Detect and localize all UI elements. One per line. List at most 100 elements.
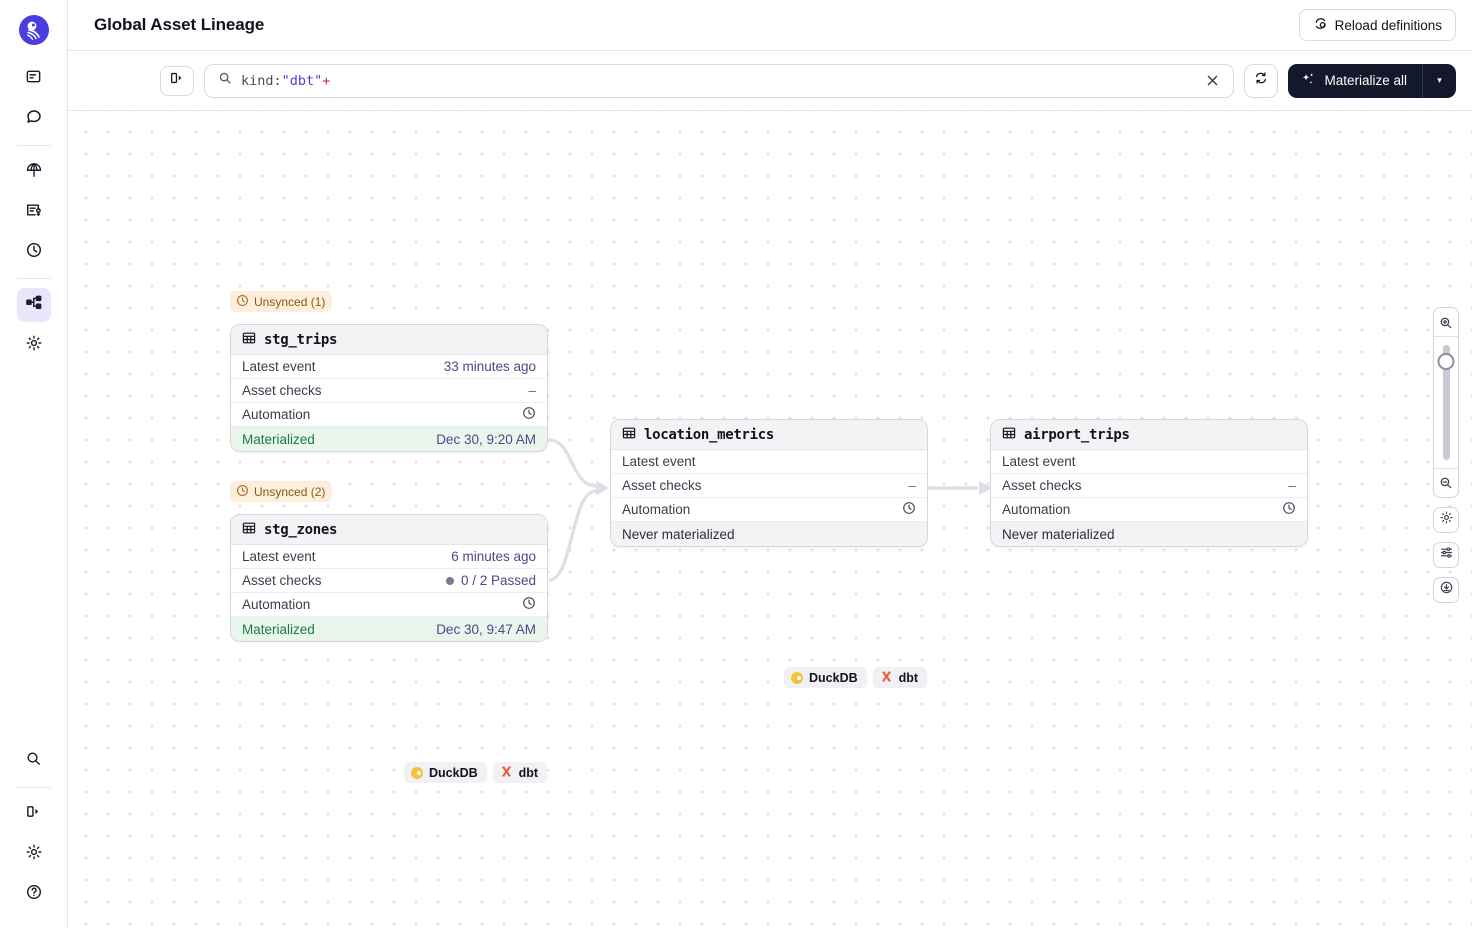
sidebar-item-schedules[interactable] <box>17 235 51 269</box>
asset-node-title: location_metrics <box>644 426 775 443</box>
tag-dbt[interactable]: dbt <box>872 667 928 688</box>
row-asset-checks: Asset checks – <box>231 379 547 403</box>
row-label: Materialized <box>242 621 315 637</box>
table-icon <box>1002 426 1016 443</box>
zoom-divider <box>1434 336 1458 337</box>
asset-node-stg-trips[interactable]: stg_trips Latest event 33 minutes ago As… <box>230 324 548 452</box>
asset-node-title: airport_trips <box>1024 426 1130 443</box>
zoom-divider-2 <box>1434 468 1458 469</box>
edge-stg-zones-to-location-metrics <box>548 489 597 582</box>
asset-node-title: stg_trips <box>264 331 338 348</box>
badge-unsynced-label: Unsynced (1) <box>254 294 326 309</box>
reload-definitions-label: Reload definitions <box>1334 17 1442 33</box>
sidebar-item-runs[interactable] <box>17 102 51 136</box>
row-automation: Automation <box>231 593 547 617</box>
duckdb-icon <box>411 766 423 779</box>
badge-unsynced-stg-trips[interactable]: Unsynced (1) <box>230 291 333 312</box>
sidebar-item-user-settings[interactable] <box>17 837 51 871</box>
tag-label: DuckDB <box>429 765 478 780</box>
sidebar-item-settings[interactable] <box>17 328 51 362</box>
tag-duckdb[interactable]: DuckDB <box>404 762 487 783</box>
row-value: – <box>528 383 536 398</box>
automation-clock-icon <box>902 501 916 518</box>
canvas-settings-button[interactable] <box>1433 507 1459 533</box>
clock-icon <box>25 241 43 264</box>
row-label: Asset checks <box>622 478 702 493</box>
automation-clock-icon <box>1282 501 1296 518</box>
sparkles-icon <box>1301 72 1316 90</box>
sidebar-item-search[interactable] <box>17 744 51 778</box>
top-bar: Global Asset Lineage Reload definitions <box>68 0 1472 51</box>
row-never-materialized: Never materialized <box>991 522 1307 546</box>
tag-label: dbt <box>898 670 919 685</box>
row-asset-checks: Asset checks – <box>991 474 1307 498</box>
sidebar-item-help[interactable] <box>17 877 51 911</box>
row-label: Latest event <box>242 549 316 564</box>
sidebar-item-jobs[interactable] <box>17 195 51 229</box>
gear-icon <box>25 334 43 357</box>
row-value-wrap: 0 / 2 Passed <box>445 573 536 588</box>
row-materialized: Materialized Dec 30, 9:20 AM <box>231 427 547 451</box>
asset-node-airport-trips[interactable]: airport_trips Latest event Asset checks … <box>990 419 1308 547</box>
row-materialized: Materialized Dec 30, 9:47 AM <box>231 617 547 641</box>
badge-unsynced-stg-zones[interactable]: Unsynced (2) <box>230 481 333 502</box>
zoom-control-box <box>1433 307 1459 498</box>
reload-definitions-icon <box>1313 16 1328 34</box>
row-automation: Automation <box>991 498 1307 522</box>
clear-search-button[interactable] <box>1201 70 1223 92</box>
sidebar-item-overview[interactable] <box>17 62 51 96</box>
panel-toggle-button[interactable] <box>160 65 194 96</box>
tag-duckdb[interactable]: DuckDB <box>784 667 867 688</box>
search-token-operator: + <box>322 72 331 89</box>
materialize-dropdown-button[interactable]: ▾ <box>1422 63 1456 98</box>
row-value: 0 / 2 Passed <box>460 573 536 588</box>
row-label: Latest event <box>242 359 316 374</box>
search-input-wrapper[interactable]: kind:"dbt"+ <box>204 63 1235 98</box>
row-label: Automation <box>622 502 691 517</box>
row-label: Asset checks <box>1002 478 1082 493</box>
lineage-canvas[interactable]: Unsynced (1) stg_trips Latest event <box>68 111 1472 928</box>
refresh-button[interactable] <box>1244 63 1279 98</box>
main-area: Global Asset Lineage Reload definitions <box>68 0 1472 928</box>
asset-node-location-metrics[interactable]: location_metrics Latest event Asset chec… <box>610 419 928 547</box>
filters-icon <box>1439 545 1454 565</box>
graph-toolbar: kind:"dbt"+ <box>68 51 1472 111</box>
zoom-out-button[interactable] <box>1434 472 1458 493</box>
unsynced-icon <box>236 294 249 310</box>
tag-label: DuckDB <box>809 670 858 685</box>
row-automation: Automation <box>231 403 547 427</box>
canvas-filters-button[interactable] <box>1433 542 1459 568</box>
row-label: Automation <box>242 597 311 612</box>
dagster-logo[interactable] <box>18 15 49 45</box>
row-label: Automation <box>242 407 311 422</box>
rail-divider-2 <box>16 278 51 279</box>
search-icon <box>25 750 42 772</box>
materialize-all-button[interactable]: Materialize all <box>1288 63 1422 98</box>
canvas-download-button[interactable] <box>1433 577 1459 603</box>
automation-clock-icon <box>522 406 536 423</box>
dbt-icon <box>880 670 893 686</box>
row-value: – <box>1288 478 1296 493</box>
panel-toggle-icon <box>169 70 185 91</box>
tags-location-metrics: DuckDB dbt <box>784 667 928 688</box>
sidebar-item-deployment[interactable] <box>17 155 51 189</box>
zoom-in-button[interactable] <box>1434 312 1458 333</box>
search-input[interactable]: kind:"dbt"+ <box>241 73 1192 89</box>
zoom-slider[interactable] <box>1437 345 1455 460</box>
jobs-icon <box>25 201 43 224</box>
search-icon <box>218 71 232 90</box>
tag-dbt[interactable]: dbt <box>492 762 548 783</box>
sidebar-item-collapse[interactable] <box>17 797 51 831</box>
row-label: Asset checks <box>242 573 322 588</box>
asset-node-stg-zones[interactable]: stg_zones Latest event 6 minutes ago Ass… <box>230 514 548 642</box>
sidebar-item-asset-lineage[interactable] <box>16 288 51 322</box>
row-asset-checks: Asset checks – <box>611 474 927 498</box>
search-token-key: kind: <box>241 72 282 89</box>
row-automation: Automation <box>611 498 927 522</box>
reload-definitions-button[interactable]: Reload definitions <box>1298 9 1456 41</box>
globe-icon <box>25 161 43 184</box>
asset-checks-status-dot <box>445 576 454 585</box>
tags-stg-zones: DuckDB dbt <box>404 762 548 783</box>
zoom-slider-thumb[interactable] <box>1437 353 1455 370</box>
rail-divider-3 <box>16 787 51 788</box>
